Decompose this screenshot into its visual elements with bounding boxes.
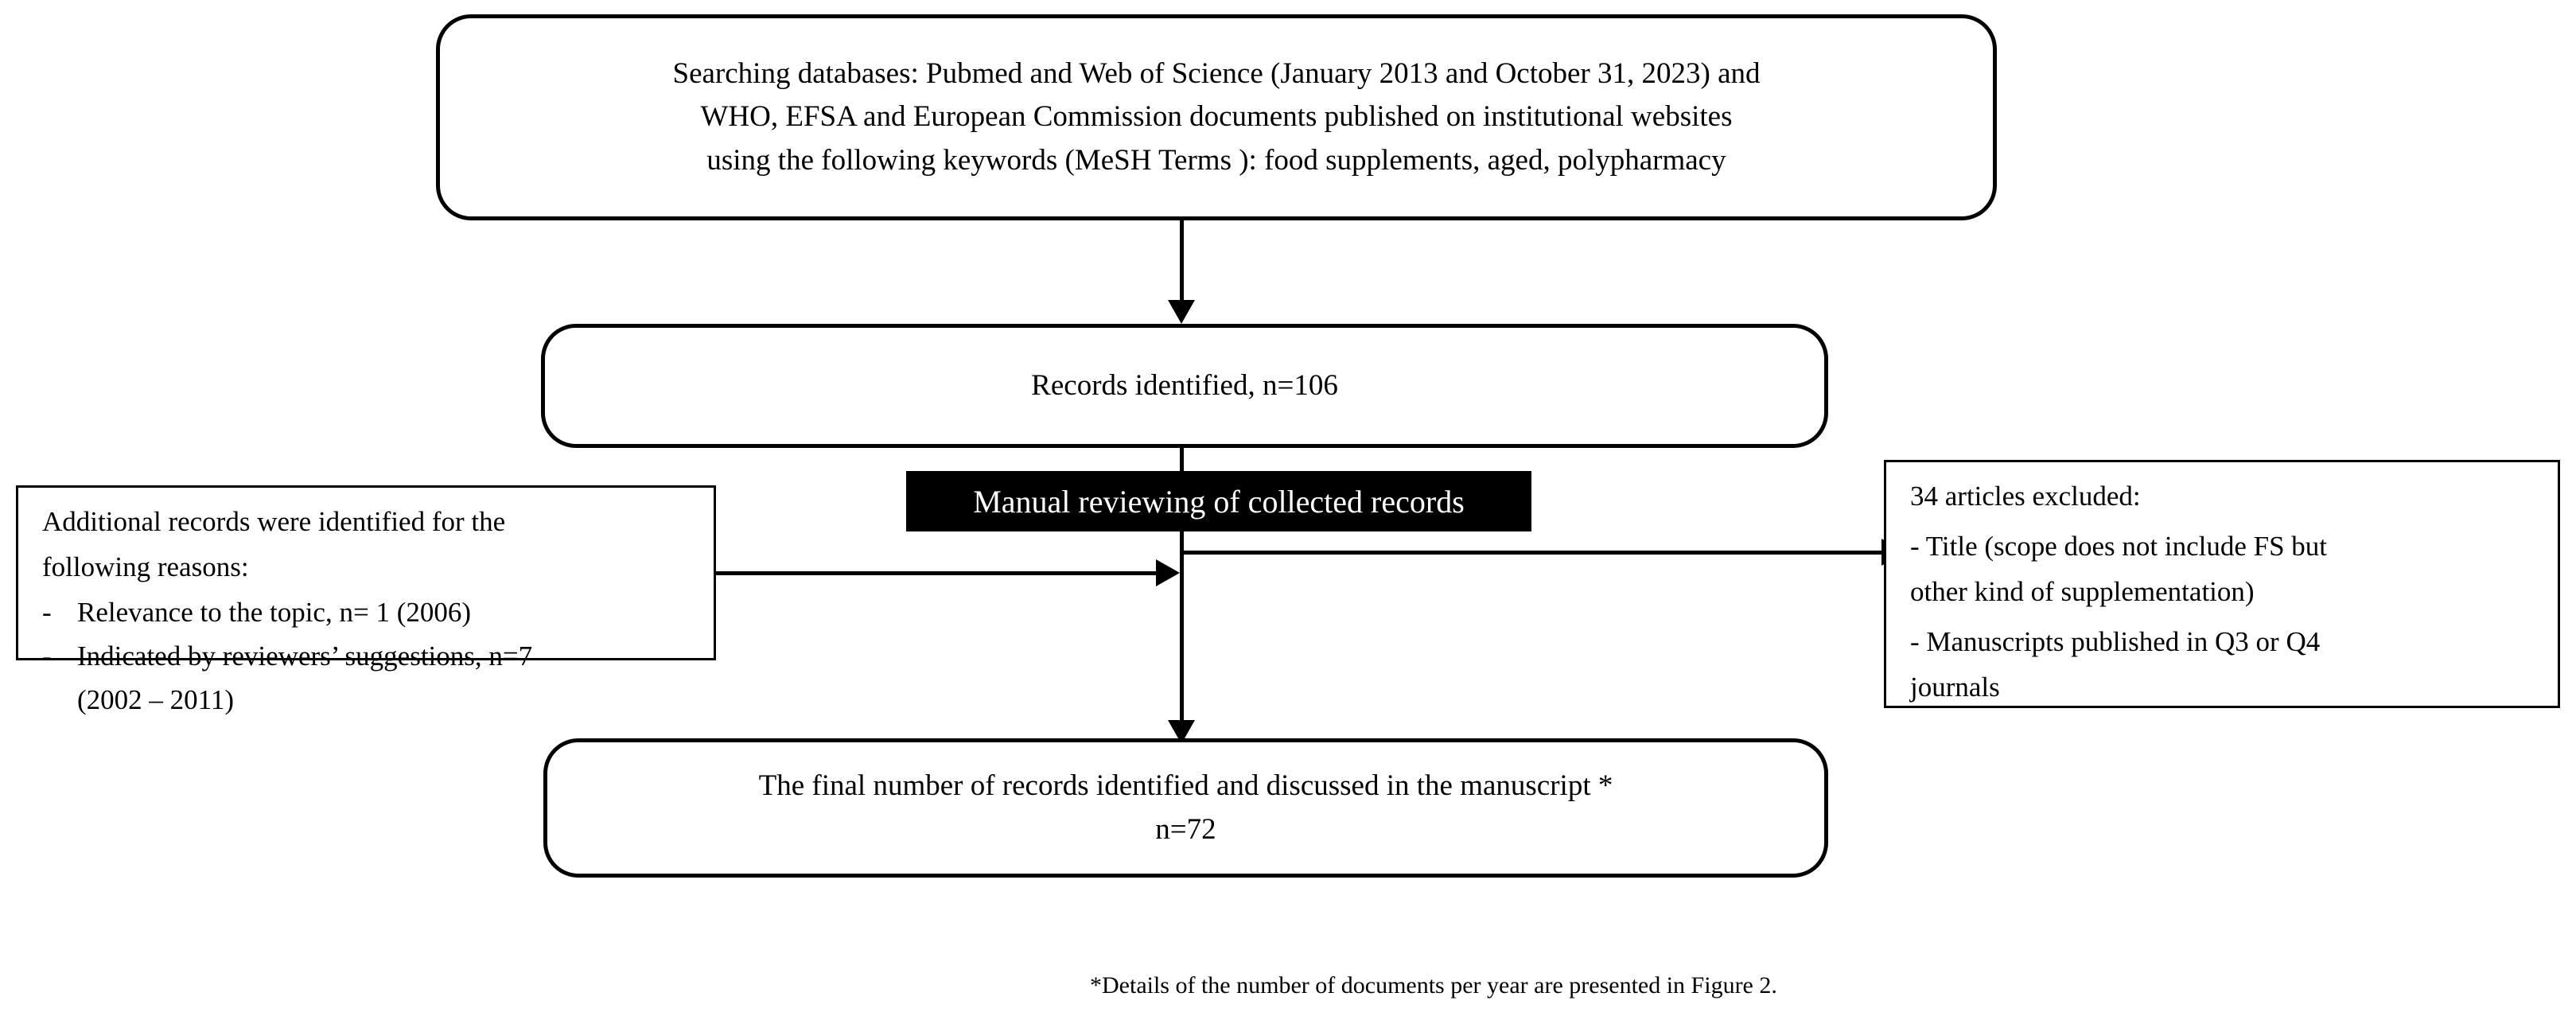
additional-records-bullet-2-text: Indicated by reviewers’ suggestions, n=7 <box>77 640 533 672</box>
bullet-dash-icon: - <box>42 640 52 672</box>
excluded-articles-item-1-line-1: - Title (scope does not include FS but <box>1910 531 2328 562</box>
additional-records-heading-line-2: following reasons: <box>42 551 249 582</box>
arrow-right-to-spine-icon <box>1156 559 1180 586</box>
additional-records-bullet-1: - Relevance to the topic, n= 1 (2006) <box>42 593 696 632</box>
search-databases-line-3: using the following keywords (MeSH Terms… <box>706 143 1726 177</box>
excluded-articles-heading: 34 articles excluded: <box>1910 481 2141 512</box>
excluded-articles-item-1-line-2: other kind of supplementation) <box>1910 576 2255 607</box>
additional-records-bullet-2: - Indicated by reviewers’ suggestions, n… <box>42 637 696 675</box>
final-records-box: The final number of records identified a… <box>543 738 1828 878</box>
connector-records-to-final-lower <box>1180 531 1184 734</box>
bullet-dash-icon: - <box>42 597 52 628</box>
excluded-articles-content: 34 articles excluded: - Title (scope doe… <box>1886 462 2558 716</box>
arrow-down-to-records-icon <box>1168 300 1195 324</box>
excluded-articles-box: 34 articles excluded: - Title (scope doe… <box>1884 460 2560 708</box>
search-databases-line-2: WHO, EFSA and European Commission docume… <box>700 100 1733 134</box>
connector-records-to-final-upper <box>1180 448 1184 473</box>
manual-reviewing-label: Manual reviewing of collected records <box>973 483 1465 520</box>
manual-reviewing-banner: Manual reviewing of collected records <box>906 471 1531 531</box>
final-records-text: The final number of records identified a… <box>738 765 1634 851</box>
records-identified-text: Records identified, n=106 <box>1031 368 1338 402</box>
search-databases-box: Searching databases: Pubmed and Web of S… <box>436 14 1997 220</box>
connector-additional-to-spine <box>716 571 1158 575</box>
additional-records-content: Additional records were identified for t… <box>18 488 714 729</box>
records-identified-box: Records identified, n=106 <box>541 324 1828 448</box>
search-databases-text: Searching databases: Pubmed and Web of S… <box>652 53 1781 181</box>
connector-search-to-records <box>1180 220 1184 300</box>
final-records-line-1: The final number of records identified a… <box>758 769 1613 803</box>
footnote-text: *Details of the number of documents per … <box>1090 972 1777 999</box>
connector-spine-to-excluded <box>1180 551 1883 555</box>
additional-records-bullet-1-text: Relevance to the topic, n= 1 (2006) <box>77 597 472 628</box>
final-records-line-2: n=72 <box>1155 812 1216 846</box>
additional-records-continuation: (2002 – 2011) <box>77 684 235 715</box>
additional-records-heading-line-1: Additional records were identified for t… <box>42 506 506 537</box>
excluded-articles-item-2-line-2: journals <box>1910 672 2000 703</box>
additional-records-box: Additional records were identified for t… <box>16 485 716 715</box>
search-databases-line-1: Searching databases: Pubmed and Web of S… <box>672 57 1761 91</box>
excluded-articles-item-2-line-1: - Manuscripts published in Q3 or Q4 <box>1910 626 2321 657</box>
